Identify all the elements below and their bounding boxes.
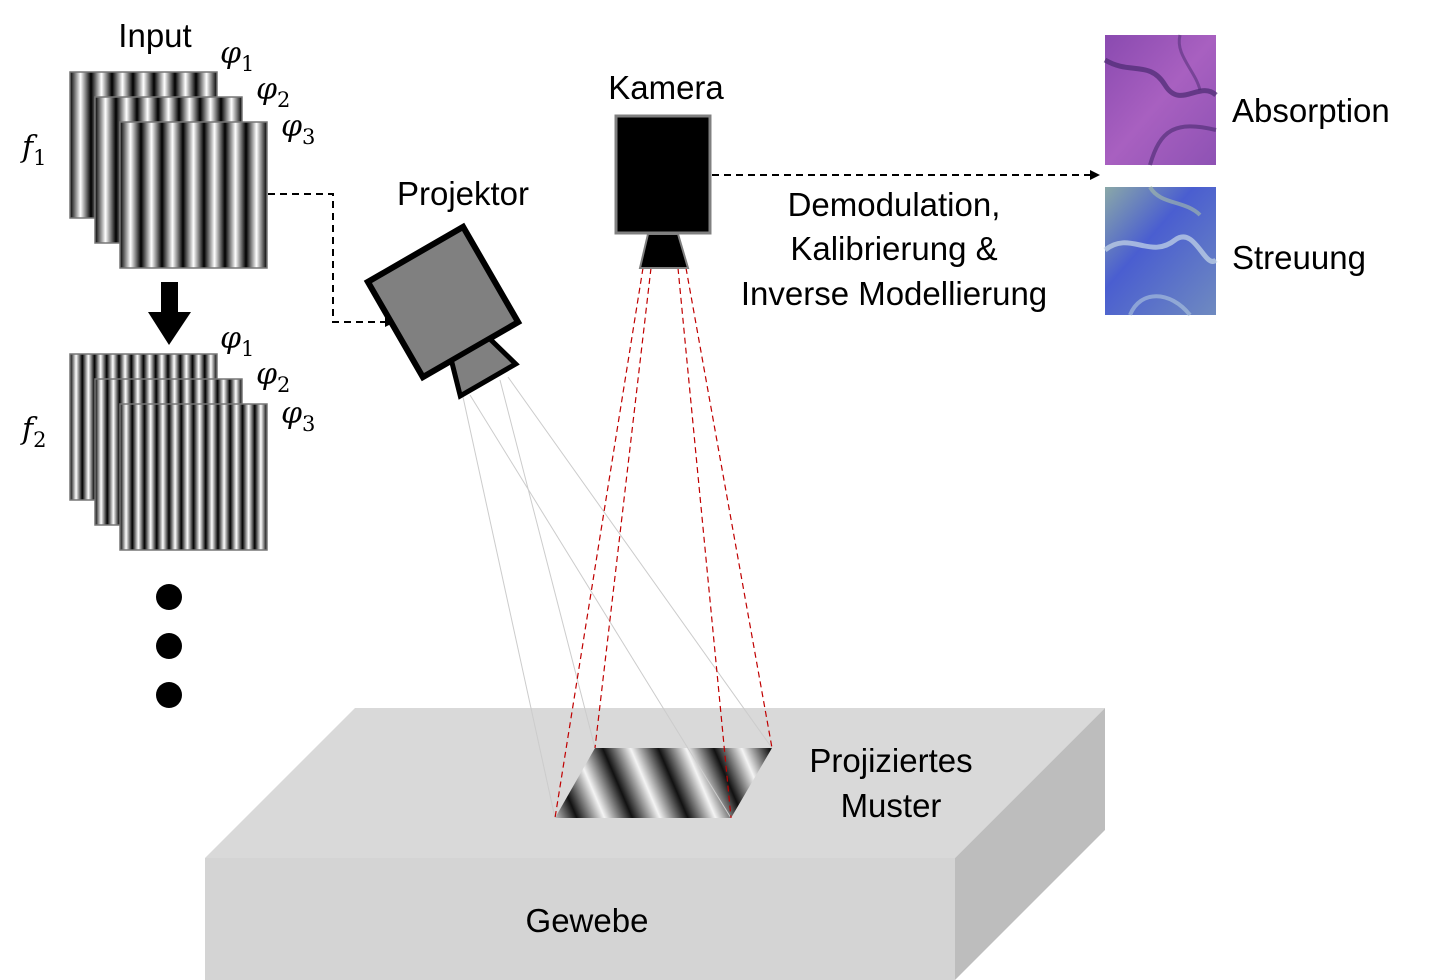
projector-rays (462, 376, 773, 819)
absorption-map (1103, 34, 1218, 166)
pattern-f2-phi3 (119, 403, 268, 551)
processing-line-3: Inverse Modellierung (741, 275, 1047, 312)
processing-line-1: Demodulation, (788, 186, 1001, 223)
input-to-projector-arrow (268, 193, 395, 327)
freq-label-f1: f1 (20, 130, 46, 170)
phase-label-f2-3: φ3 (281, 396, 315, 436)
camera-icon (614, 114, 712, 269)
processing-label: Demodulation, Kalibrierung & Inverse Mod… (741, 186, 1047, 312)
projected-pattern-label: Projiziertes Muster (809, 742, 972, 824)
tissue-label: Gewebe (526, 902, 649, 939)
phase-label-f2-1: φ1 (220, 321, 254, 361)
freq-label-f2: f2 (20, 412, 46, 452)
tissue-front-face (205, 858, 955, 980)
projected-pattern-line-1: Projiziertes (809, 742, 972, 779)
processing-line-2: Kalibrierung & (790, 230, 997, 267)
scattering-label: Streuung (1232, 239, 1366, 276)
tissue-side-face (955, 708, 1105, 980)
camera-rays (554, 267, 773, 819)
camera-label: Kamera (608, 69, 724, 106)
phase-label-f1-1: φ1 (220, 36, 254, 76)
pattern-stack-f1 (69, 71, 268, 269)
pattern-stack-f2 (69, 353, 268, 551)
projector-icon (363, 222, 523, 400)
stack-f2-labels: f2 φ1 φ2 φ3 (20, 321, 315, 452)
scattering-map (1103, 185, 1218, 317)
projected-pattern (555, 748, 772, 818)
projected-pattern-line-2: Muster (841, 787, 942, 824)
phase-label-f1-2: φ2 (256, 72, 290, 112)
projector-label: Projektor (397, 175, 529, 212)
down-arrow (148, 282, 191, 345)
phase-label-f2-2: φ2 (256, 357, 290, 397)
pattern-f1-phi3 (119, 121, 268, 269)
stack-f1-labels: f1 φ1 φ2 φ3 (20, 36, 315, 170)
phase-label-f1-3: φ3 (281, 109, 315, 149)
continuation-dots (156, 584, 182, 708)
input-label: Input (118, 17, 191, 54)
absorption-label: Absorption (1232, 92, 1390, 129)
